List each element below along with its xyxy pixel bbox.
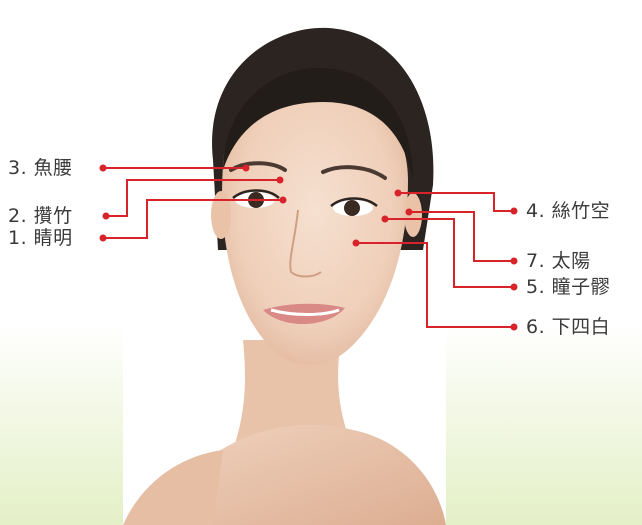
leader-line-p5 [385, 218, 514, 288]
leader-line-p2 [106, 179, 280, 217]
label-dot-p4 [510, 207, 518, 215]
point-dot-p2 [276, 176, 284, 184]
leader-line-p1 [103, 199, 283, 239]
face-illustration [123, 27, 446, 525]
label-p2: 2. 攢竹 [8, 205, 73, 227]
face-photo [123, 10, 446, 525]
label-p6: 6. 下四白 [526, 316, 611, 338]
leader-line-p7 [409, 211, 514, 262]
point-dot-p6 [352, 239, 360, 247]
label-dot-p3 [99, 164, 107, 172]
label-dot-p7 [510, 257, 518, 265]
leader-line-p6 [356, 242, 514, 328]
label-dot-p6 [510, 323, 518, 331]
label-p5: 5. 瞳子髎 [526, 276, 611, 298]
label-p1: 1. 睛明 [8, 227, 73, 249]
leader-line-p4 [398, 192, 514, 212]
label-dot-p5 [510, 283, 518, 291]
point-dot-p5 [381, 215, 389, 223]
label-p3: 3. 魚腰 [8, 157, 73, 179]
point-dot-p3 [242, 164, 250, 172]
point-dot-p4 [394, 189, 402, 197]
point-dot-p7 [405, 208, 413, 216]
point-dot-p1 [279, 196, 287, 204]
label-p7: 7. 太陽 [526, 250, 591, 272]
label-dot-p2 [102, 212, 110, 220]
label-p4: 4. 絲竹空 [526, 200, 611, 222]
label-dot-p1 [99, 234, 107, 242]
